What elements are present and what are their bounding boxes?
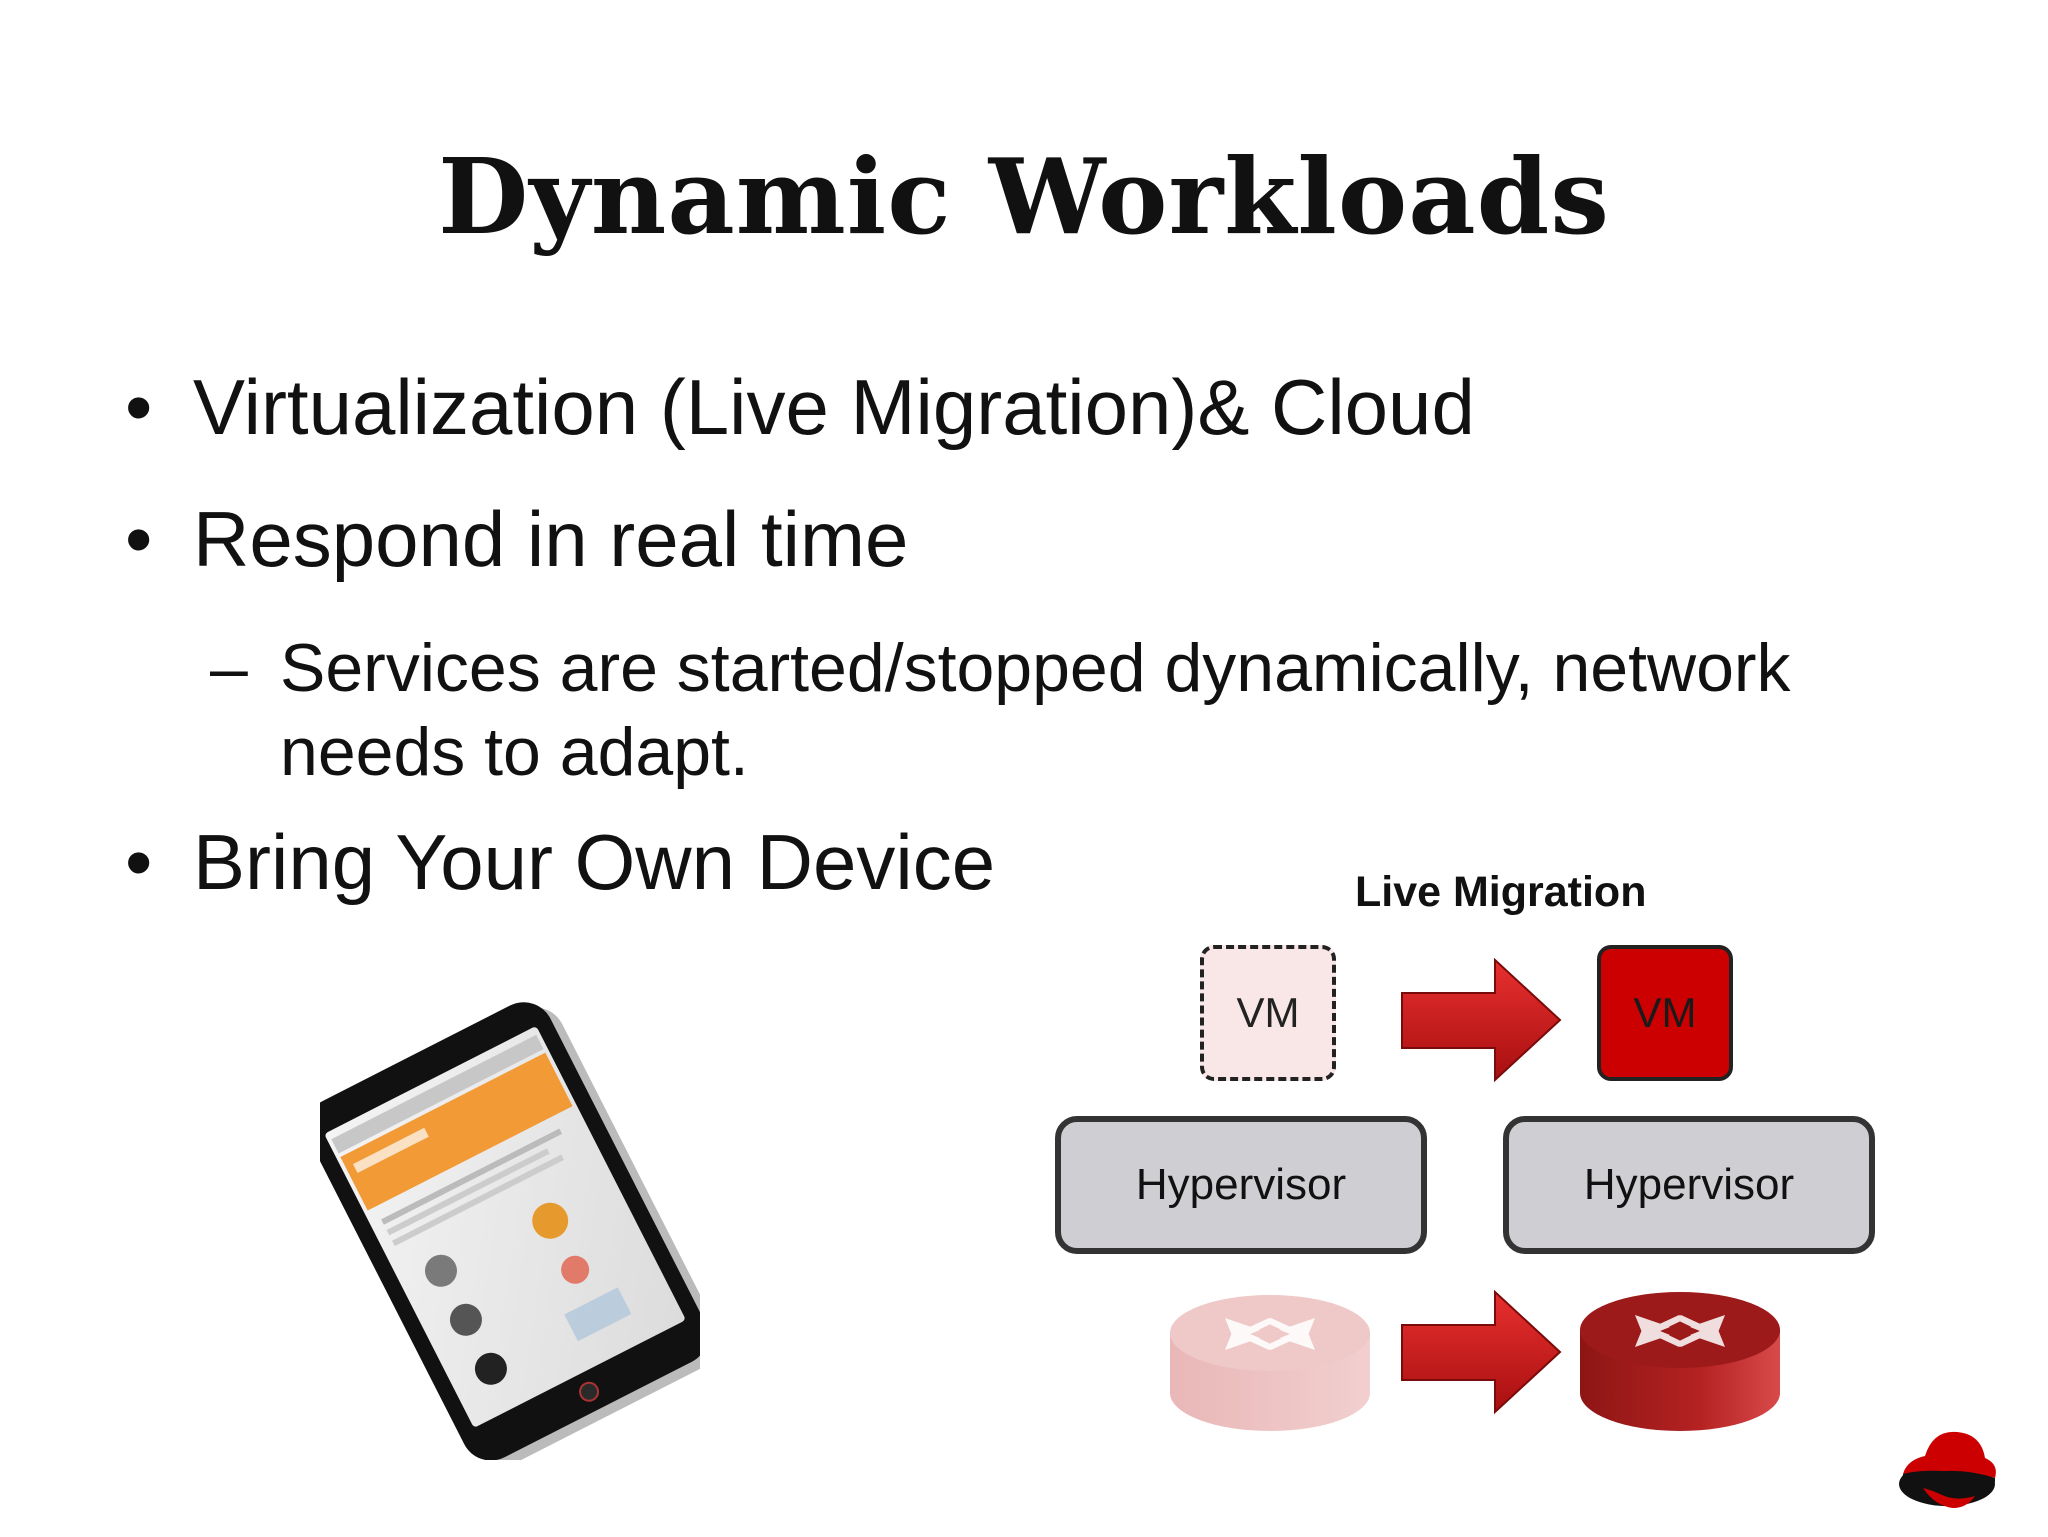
- tablet-device-image: [320, 1002, 700, 1460]
- hypervisor-right: Hypervisor: [1503, 1116, 1875, 1254]
- sub-bullet-text: Services are started/stopped dynamically…: [280, 630, 1791, 790]
- migration-arrow-icon: [1401, 1290, 1562, 1415]
- redhat-logo: [1899, 1431, 1996, 1508]
- bullet-dot: •: [125, 363, 153, 451]
- bullet-text: Virtualization (Live Migration)& Cloud: [193, 363, 1475, 451]
- bullet-dot: •: [125, 495, 153, 583]
- bullet-text: Bring Your Own Device: [193, 818, 996, 906]
- bullet-dot: •: [125, 818, 153, 906]
- router-icon: [1170, 1295, 1370, 1431]
- diagram-title: Live Migration: [1355, 868, 1647, 916]
- vm-target-box: VM: [1597, 945, 1733, 1081]
- bullet-text: Respond in real time: [193, 495, 909, 583]
- sub-bullet-dash: –: [210, 630, 248, 706]
- slide-title: Dynamic Workloads: [438, 135, 1610, 258]
- migration-arrow-icon: [1401, 958, 1562, 1083]
- vm-source-box: VM: [1200, 945, 1336, 1081]
- hypervisor-left: Hypervisor: [1055, 1116, 1427, 1254]
- router-icon: [1580, 1292, 1780, 1431]
